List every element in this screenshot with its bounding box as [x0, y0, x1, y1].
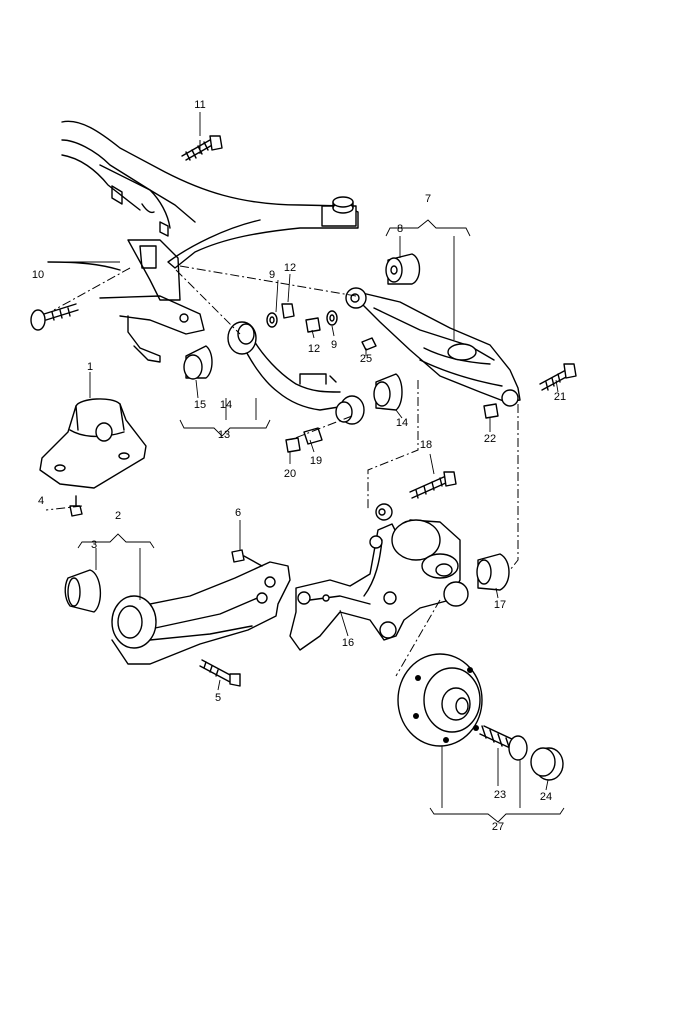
callout-14-left: 14 [220, 399, 232, 411]
callout-22: 22 [484, 433, 496, 445]
callout-12-mid: 12 [308, 343, 320, 355]
subframe [47, 120, 359, 363]
callout-27: 27 [492, 821, 504, 833]
callout-14-right: 14 [396, 417, 408, 429]
callout-10: 10 [32, 269, 44, 281]
callout-16: 16 [342, 637, 354, 649]
callout-18: 18 [420, 439, 432, 451]
callout-5: 5 [215, 692, 221, 704]
alignment-lines [45, 140, 519, 677]
callout-13: 13 [218, 429, 230, 441]
callout-6: 6 [235, 507, 241, 519]
callout-20: 20 [284, 468, 296, 480]
callout-labels: 11 7 8 10 9 12 12 9 25 1 15 14 14 13 21 … [32, 99, 566, 833]
bolts-and-nuts [30, 135, 577, 687]
callout-9-mid: 9 [331, 339, 337, 351]
callout-1: 1 [87, 361, 93, 373]
callout-24: 24 [540, 791, 552, 803]
callout-23: 23 [494, 789, 506, 801]
callout-3: 3 [91, 539, 97, 551]
lower-wishbone [345, 253, 521, 407]
callout-11: 11 [194, 99, 205, 111]
leader-lines [48, 112, 565, 823]
callout-4: 4 [38, 495, 44, 507]
upper-control-arm [183, 321, 403, 425]
callout-17: 17 [494, 599, 506, 611]
callout-19: 19 [310, 455, 322, 467]
callout-8: 8 [397, 223, 403, 235]
callout-15: 15 [194, 399, 206, 411]
callout-2: 2 [115, 510, 121, 522]
callout-25: 25 [360, 353, 372, 365]
callout-12-top: 12 [284, 262, 296, 274]
callout-7: 7 [425, 193, 431, 205]
callout-21: 21 [554, 391, 566, 403]
rubber-mount [39, 398, 147, 489]
trailing-arm [64, 561, 291, 665]
wheel-hub [397, 653, 564, 781]
callout-9-top: 9 [269, 269, 275, 281]
wheel-bearing-housing [289, 503, 510, 651]
